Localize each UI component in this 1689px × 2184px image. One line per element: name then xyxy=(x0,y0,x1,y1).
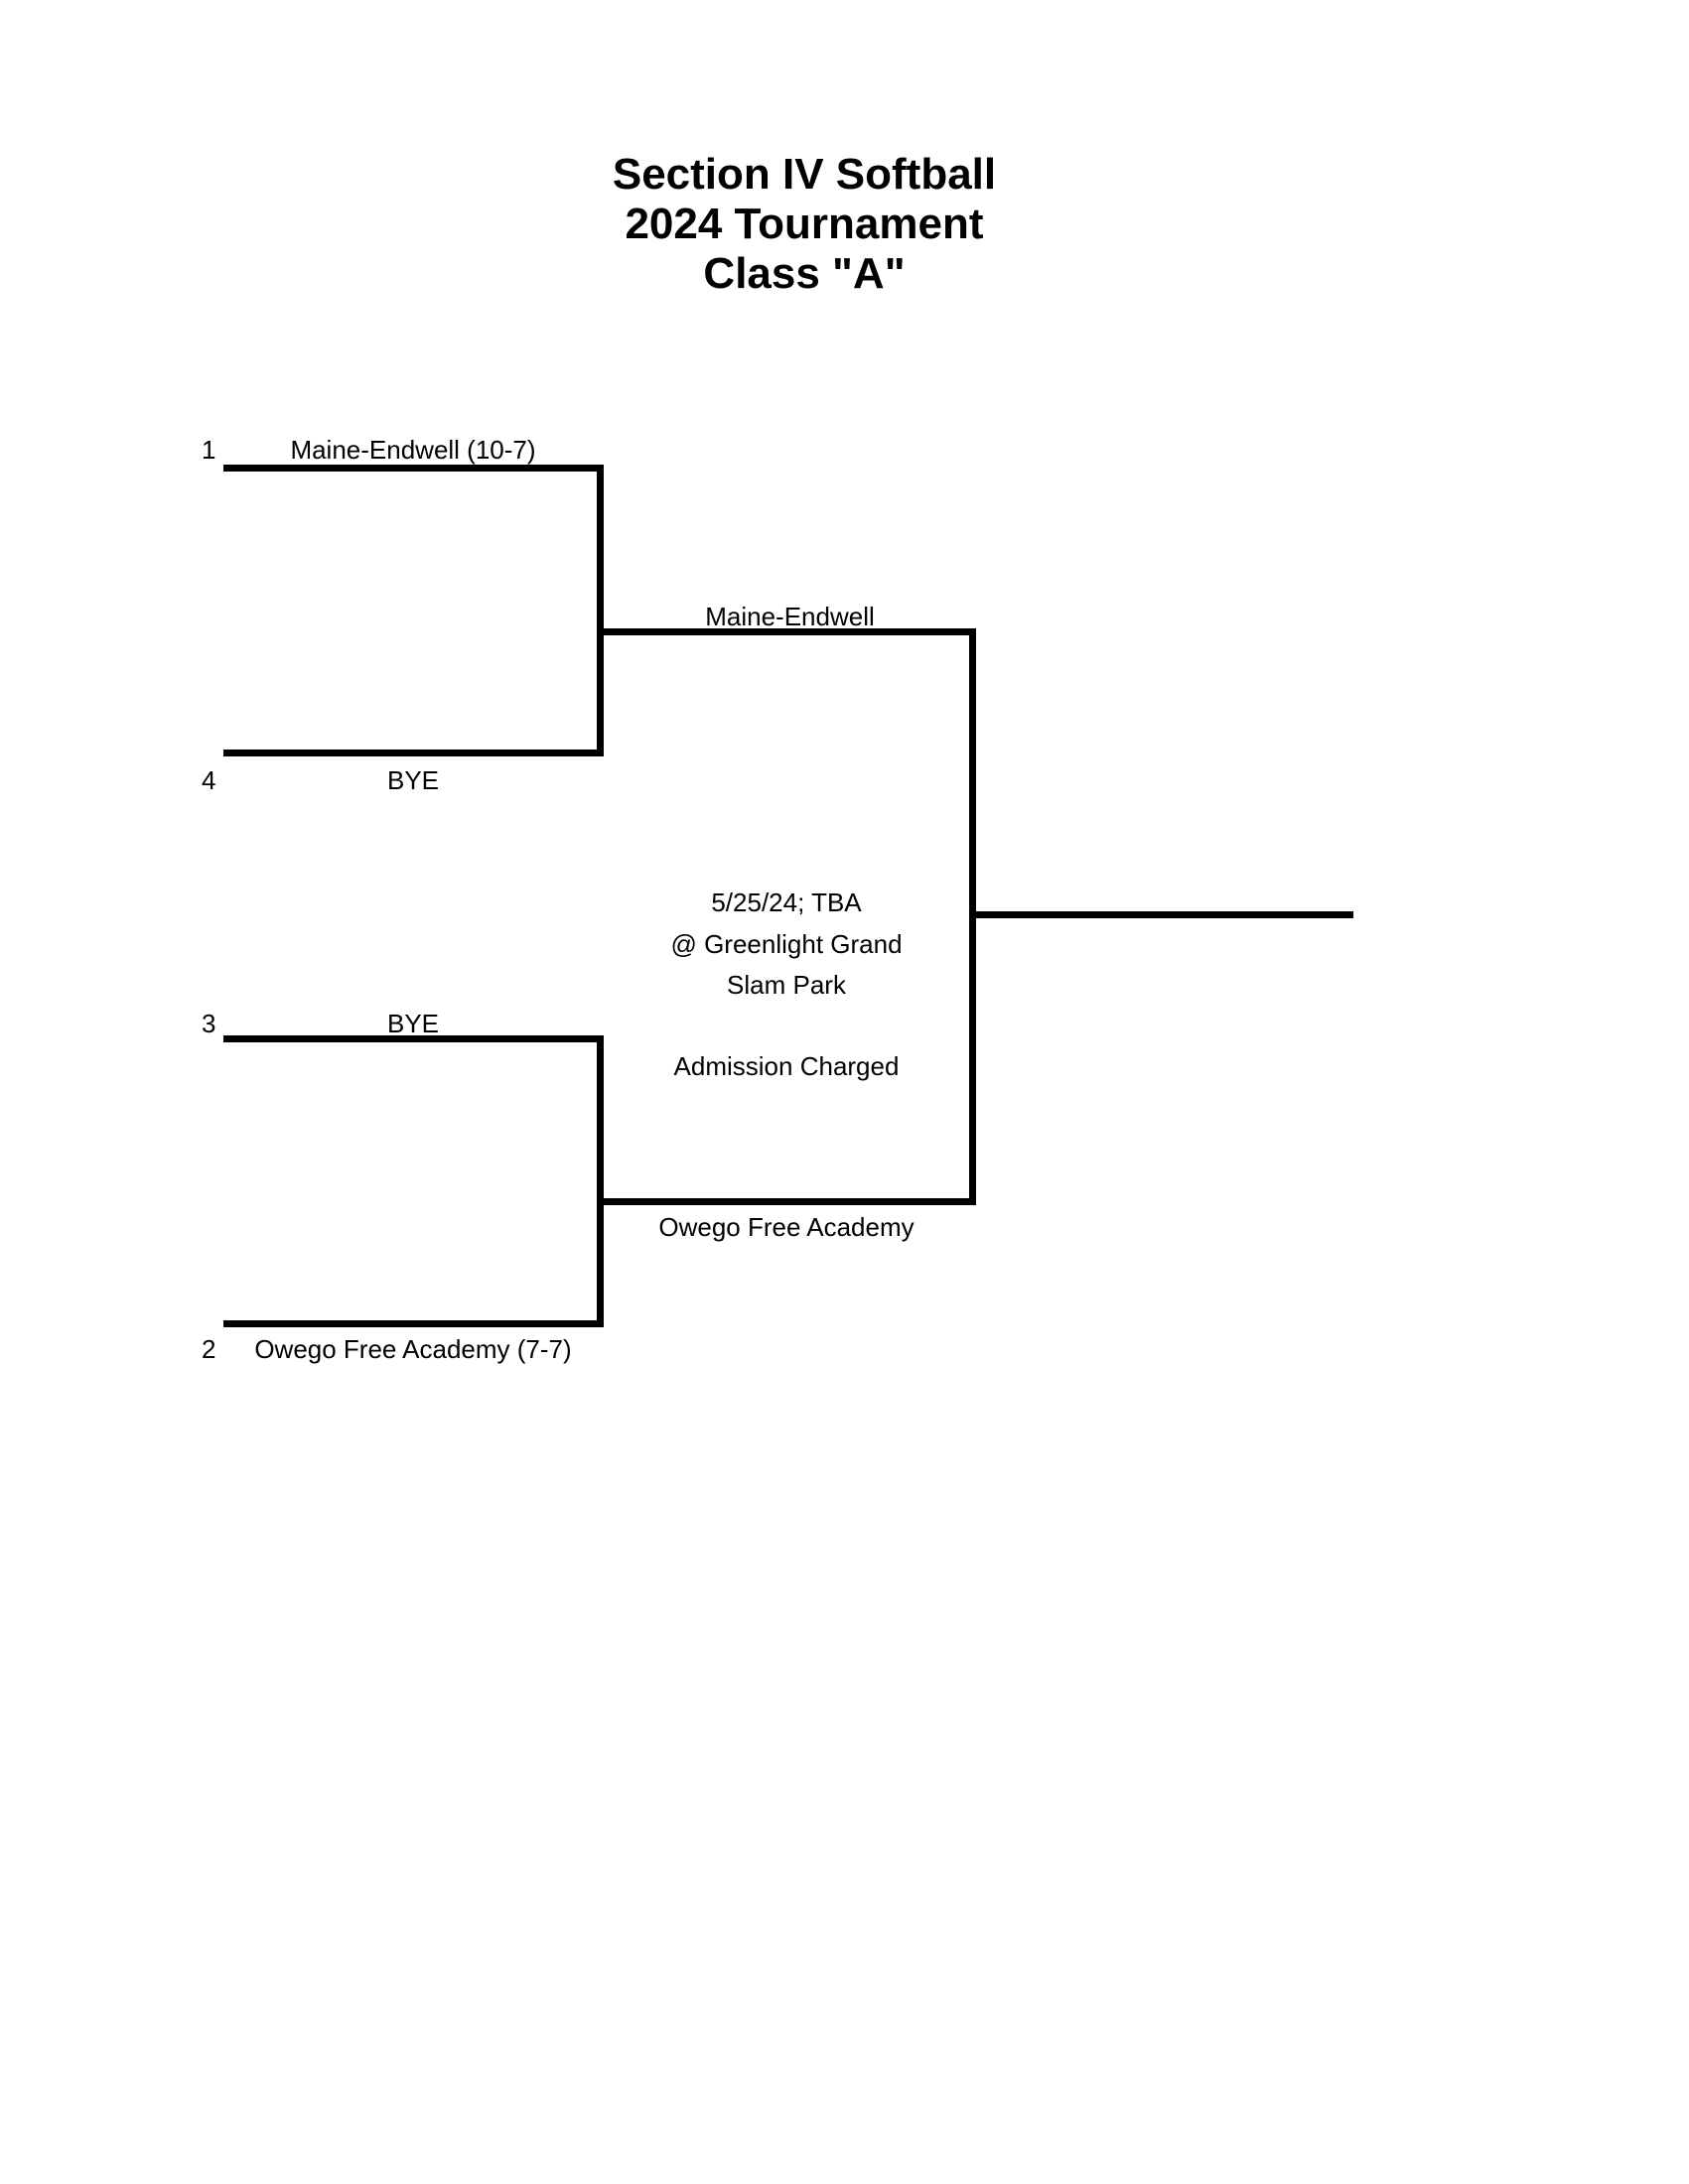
seed3-number: 3 xyxy=(202,1009,216,1038)
seed2-team: Owego Free Academy (7-7) xyxy=(254,1334,572,1364)
seed3-line xyxy=(223,1035,603,1042)
final-note: Admission Charged xyxy=(673,1051,900,1081)
tournament-title: Section IV Softball 2024 Tournament Clas… xyxy=(506,150,1102,299)
seed1-number: 1 xyxy=(202,435,216,465)
semifinal-top-line xyxy=(597,628,976,635)
final-venue-line1: @ Greenlight Grand xyxy=(670,929,903,959)
seed1-team: Maine-Endwell (10-7) xyxy=(290,435,536,465)
title-line-2: 2024 Tournament xyxy=(625,200,984,248)
seed1-line xyxy=(223,465,603,472)
match2-connector xyxy=(597,1035,604,1327)
title-line-1: Section IV Softball xyxy=(612,150,997,199)
final-line xyxy=(969,911,1353,918)
seed2-line xyxy=(223,1320,603,1327)
semifinal-winner-bottom: Owego Free Academy xyxy=(658,1212,915,1242)
title-line-3: Class "A" xyxy=(703,249,906,298)
final-venue-line2: Slam Park xyxy=(727,970,846,1000)
seed3-team: BYE xyxy=(386,1009,440,1038)
match1-connector xyxy=(597,465,604,756)
seed4-number: 4 xyxy=(202,765,216,795)
seed4-team: BYE xyxy=(386,765,440,795)
seed4-line xyxy=(223,750,603,756)
final-date: 5/25/24; TBA xyxy=(711,887,862,917)
semifinal-bottom-line xyxy=(597,1198,976,1205)
semifinal-winner-top: Maine-Endwell xyxy=(705,602,875,631)
seed2-number: 2 xyxy=(202,1334,216,1364)
